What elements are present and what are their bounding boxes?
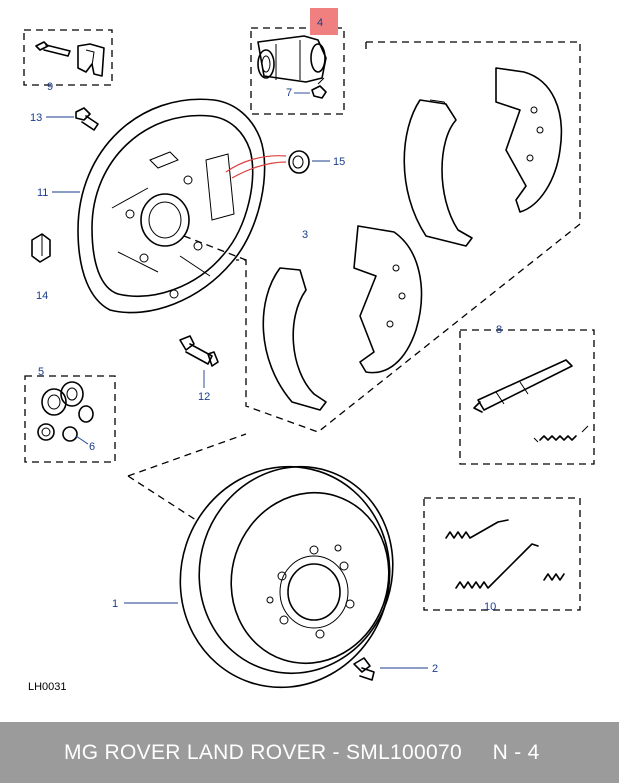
plug-15-illustration	[288, 150, 310, 174]
wheel-cylinder-illustration	[257, 35, 327, 83]
callout-2: 2	[432, 663, 438, 675]
spring-kit-box	[423, 497, 581, 611]
callout-10: 10	[484, 601, 496, 613]
footer-text: MG ROVER LAND ROVER - SML100070 N - 4	[64, 740, 540, 764]
screw-2-illustration	[353, 657, 375, 681]
callout-13: 13	[30, 112, 42, 124]
screw-13-illustration	[75, 107, 99, 131]
bolt-illustration	[35, 41, 71, 57]
callout-1: 1	[112, 598, 118, 610]
backing-plate-illustration	[77, 98, 266, 314]
wheel-cylinder-box	[250, 8, 345, 115]
brake-shoe-upper-illustration	[403, 67, 563, 247]
callout-12: 12	[198, 391, 210, 403]
highlight-marker	[310, 8, 338, 35]
grommet-14-illustration	[31, 233, 51, 263]
piston-seal-illustration	[37, 381, 94, 442]
adjuster-kit-box	[459, 329, 595, 465]
callout-7: 7	[286, 87, 292, 99]
callout-14: 14	[36, 290, 48, 302]
callout-11: 11	[37, 187, 48, 199]
callout-15: 15	[333, 156, 345, 168]
bolt-12-illustration	[179, 335, 219, 367]
brake-drum-illustration	[127, 433, 394, 689]
brake-shoe-lower-illustration	[262, 225, 423, 411]
drawing-code: LH0031	[28, 681, 67, 693]
seal-kit-box	[24, 375, 116, 463]
footer-bar: MG ROVER LAND ROVER - SML100070 N - 4	[0, 722, 619, 783]
bleed-screw-illustration	[311, 77, 327, 99]
callout-8: 8	[496, 324, 502, 336]
adjuster-spring-illustration	[533, 425, 589, 443]
clip-illustration	[77, 43, 105, 77]
callout-5: 5	[38, 366, 44, 378]
parts-diagram: 9 4 7 13	[23, 8, 595, 693]
adjuster-strut-illustration	[473, 359, 573, 413]
callout-6: 6	[89, 441, 95, 453]
callout-9: 9	[47, 81, 53, 93]
return-spring-illustration	[445, 519, 565, 589]
bolt-clip-kit-box	[23, 29, 113, 86]
callout-3: 3	[302, 229, 308, 241]
callout-4: 4	[317, 17, 323, 29]
brake-shoe-kit-box	[183, 41, 581, 433]
